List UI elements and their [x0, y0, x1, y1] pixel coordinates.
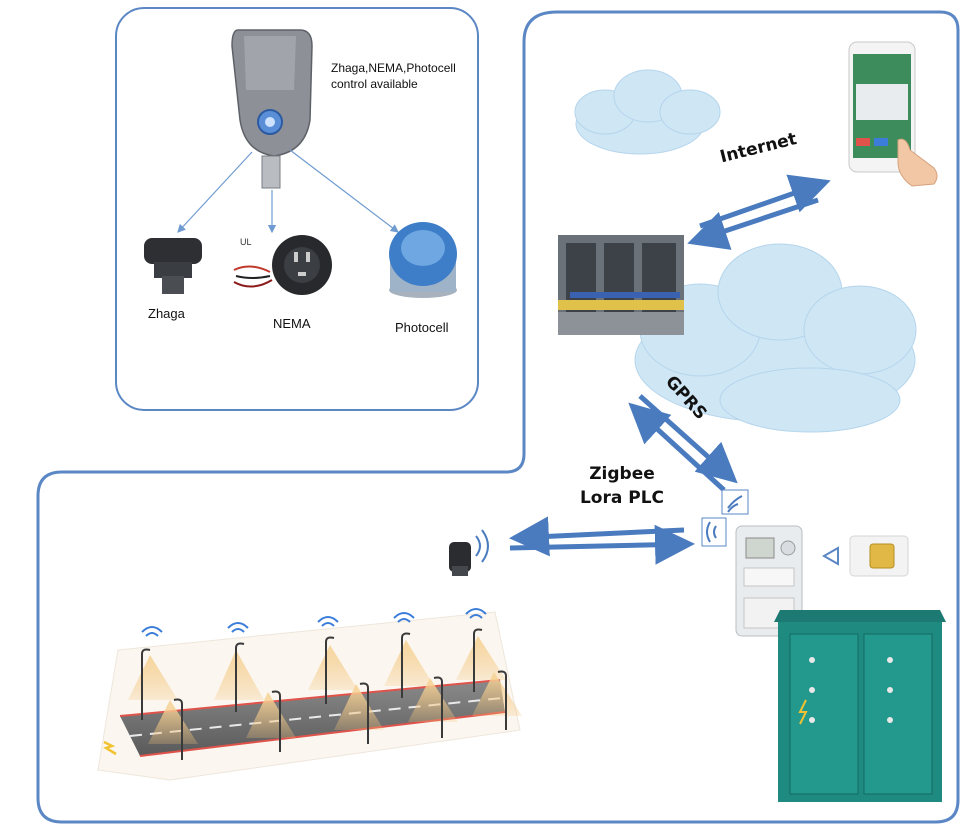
zigbee-text: Zigbee	[589, 464, 655, 484]
control-note: Zhaga,NEMA,Photocell control available	[331, 60, 456, 92]
node-controller-icon	[449, 529, 489, 576]
lightning-icon	[103, 740, 117, 756]
wifi-icon	[141, 608, 487, 637]
light-glows	[128, 636, 522, 744]
sim-card-icon	[821, 535, 909, 577]
connector-photocell	[289, 149, 399, 233]
nema-icon: UL	[233, 235, 332, 295]
wireless-badge-icon	[701, 489, 749, 547]
light-poles	[141, 628, 507, 760]
main-panel-outline	[36, 10, 960, 824]
connector-zhaga	[177, 151, 253, 233]
photocell-icon	[389, 222, 457, 298]
top-left-panel	[115, 7, 479, 411]
server-room-icon	[558, 235, 684, 335]
streetlight-head-icon	[231, 29, 313, 189]
smartphone-icon	[848, 41, 938, 187]
zhaga-label: Zhaga	[148, 306, 185, 321]
internet-arrow-down	[687, 197, 819, 250]
zigbee-label: Zigbee Lora PLC	[574, 462, 670, 510]
zigbee-arrow-right	[509, 524, 695, 565]
control-note-line1: Zhaga,NEMA,Photocell	[331, 61, 456, 75]
zhaga-icon	[144, 238, 202, 294]
smart-meter-icon	[735, 525, 803, 637]
nema-label: NEMA	[273, 316, 311, 331]
transformer-cabinet-icon	[774, 610, 946, 802]
svg-text:UL: UL	[240, 237, 252, 247]
photocell-label: Photocell	[395, 320, 449, 335]
control-note-line2: control available	[331, 77, 418, 91]
zigbee-arrow-left	[509, 516, 685, 557]
lora-plc-text: Lora PLC	[579, 488, 665, 508]
cloud-internet-icon	[574, 69, 721, 155]
street-scene	[97, 608, 522, 781]
cloud-gprs-icon	[634, 243, 917, 433]
gprs-arrow-up	[628, 402, 726, 492]
